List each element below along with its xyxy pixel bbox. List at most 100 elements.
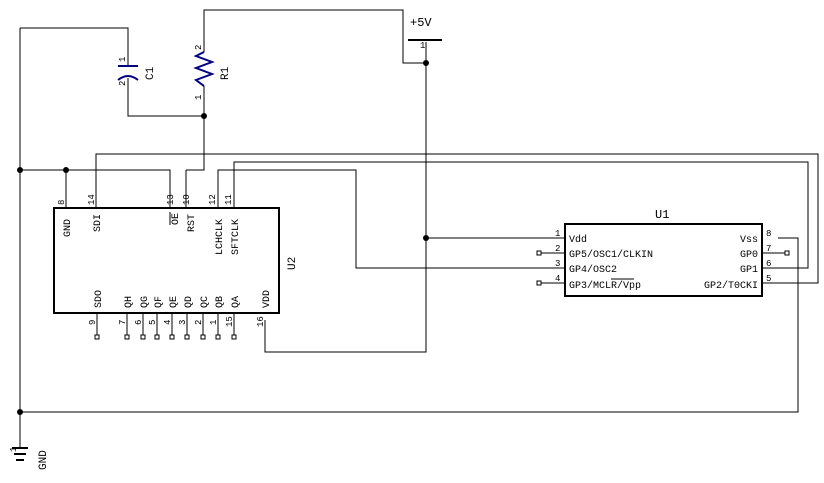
pin-number: 6 bbox=[134, 320, 144, 325]
c1-pin2: 2 bbox=[118, 81, 128, 86]
wire-gnd-top bbox=[20, 27, 129, 35]
pin-number: 2 bbox=[194, 320, 204, 325]
wire-gnd-to-u2-pin8 bbox=[20, 169, 171, 208]
u1-ref: U1 bbox=[655, 208, 669, 222]
resistor-r1: 2 1 R1 bbox=[193, 35, 232, 102]
pad-icon bbox=[536, 250, 542, 256]
wire-lchclk-to-gp4 bbox=[217, 169, 565, 269]
pin-number: 4 bbox=[163, 320, 173, 325]
supply-pin-number: 1 bbox=[420, 41, 425, 51]
u2-bottom-pin: 2 QC bbox=[194, 296, 211, 340]
pin-label: QG bbox=[140, 296, 151, 308]
pin-label: GP3/MCLR/Vpp bbox=[569, 280, 641, 292]
pin-number: 6 bbox=[766, 259, 771, 269]
u1-right-pin: 6 GP1 bbox=[740, 259, 771, 276]
pin-label: QE bbox=[169, 296, 180, 308]
u2-bottom-pin: 6 QG bbox=[134, 296, 151, 340]
pin-number: 2 bbox=[555, 244, 560, 254]
c1-pin1: 1 bbox=[118, 57, 128, 62]
u2-top-pin: 12 LCHCLK bbox=[208, 194, 226, 255]
pin-label: SFTCLK bbox=[231, 219, 242, 255]
u1-left-pin: 2 GP5/OSC1/CLKIN bbox=[536, 244, 653, 261]
pad-icon bbox=[94, 334, 100, 340]
pin-number: 1 bbox=[555, 229, 560, 239]
pin-number: 7 bbox=[118, 320, 128, 325]
pin-label: OE bbox=[171, 213, 182, 225]
chip-u2: U2 8 GND 14 SDI 13 OE 10 RST 12 LCHCLK 1… bbox=[53, 194, 299, 340]
ground-symbol: 1 GND bbox=[9, 447, 50, 470]
pin-label: QC bbox=[200, 296, 211, 308]
pin-label: VDD bbox=[262, 290, 273, 308]
pin-number: 1 bbox=[209, 320, 219, 325]
pin-number: 5 bbox=[148, 320, 158, 325]
supply-symbol: +5V 1 bbox=[408, 16, 442, 51]
u1-left-pin: 1 Vdd bbox=[555, 229, 587, 246]
wires bbox=[19, 9, 819, 448]
chip-u1: U1 1 Vdd 2 GP5/OSC1/CLKIN 3 GP4/OSC2 4 G… bbox=[536, 208, 790, 297]
u2-bottom-pin: 5 QF bbox=[148, 296, 165, 340]
wire-r1-bottom bbox=[186, 102, 205, 171]
u1-right-pin: 7 GP0 bbox=[740, 244, 790, 261]
pin-number: 11 bbox=[224, 194, 234, 205]
junction-dot bbox=[63, 167, 69, 173]
pin-label: QH bbox=[124, 296, 135, 308]
wire-sdi-to-gp2 bbox=[95, 153, 819, 284]
pin-number: 8 bbox=[57, 200, 67, 205]
u2-bottom-pin: 3 QD bbox=[178, 296, 195, 340]
u2-bottom-pin: 4 QE bbox=[163, 296, 180, 340]
junction-dot bbox=[17, 409, 23, 415]
wire-sftclk-to-gp1 bbox=[233, 161, 809, 269]
pad-icon bbox=[169, 334, 175, 340]
pin-label: QF bbox=[154, 296, 165, 308]
u2-top-pin: 13 OE bbox=[166, 194, 182, 225]
pin-label: GND bbox=[63, 219, 74, 237]
pin-label: GP1 bbox=[740, 265, 758, 276]
pad-icon bbox=[140, 334, 146, 340]
wire-gnd-bottom bbox=[20, 237, 799, 413]
pin-number: 3 bbox=[555, 259, 560, 269]
c1-ref: C1 bbox=[145, 66, 157, 80]
r1-pin2: 2 bbox=[194, 45, 204, 50]
wire-r1-top-to-supply bbox=[203, 9, 426, 64]
u2-bottom-pin: 1 QB bbox=[209, 296, 226, 340]
u2-top-pin: 14 SDI bbox=[87, 194, 104, 232]
u2-bottom-pin: 15 QA bbox=[225, 296, 242, 340]
pad-icon bbox=[200, 334, 206, 340]
pad-icon bbox=[184, 334, 190, 340]
pin-number: 13 bbox=[166, 194, 176, 205]
pin-label: GP5/OSC1/CLKIN bbox=[569, 249, 653, 261]
pin-number: 9 bbox=[88, 320, 98, 325]
pin-label: LCHCLK bbox=[215, 219, 226, 255]
pin-label: QB bbox=[215, 296, 226, 308]
u2-ref: U2 bbox=[287, 257, 299, 270]
junction-dot bbox=[423, 60, 429, 66]
u2-body bbox=[53, 207, 280, 314]
u2-top-pin: 8 GND bbox=[57, 200, 74, 237]
pin-number: 5 bbox=[766, 274, 771, 284]
junction-dot bbox=[17, 167, 23, 173]
wire-c1-to-r1 bbox=[127, 95, 204, 117]
ground-pin-number: 1 bbox=[9, 447, 19, 452]
pin-number: 15 bbox=[225, 316, 235, 327]
u1-body bbox=[564, 223, 763, 297]
pad-icon bbox=[154, 334, 160, 340]
pin-number: 8 bbox=[766, 229, 771, 239]
pin-label: QA bbox=[231, 296, 242, 308]
pin-number: 4 bbox=[555, 274, 560, 284]
pin-label: GP2/T0CKI bbox=[704, 280, 758, 292]
u2-top-pin: 10 RST bbox=[182, 194, 198, 232]
pin-label: Vdd bbox=[569, 234, 587, 246]
junction-dot bbox=[201, 113, 207, 119]
supply-label: +5V bbox=[410, 16, 432, 30]
u2-bottom-pin: 7 QH bbox=[118, 296, 135, 340]
pin-label: QD bbox=[184, 296, 195, 308]
r1-pin1: 1 bbox=[194, 95, 204, 100]
pin-label: GP0 bbox=[740, 250, 758, 261]
pin-label: GP4/OSC2 bbox=[569, 264, 617, 276]
u2-bottom-pin: 9 SDO bbox=[88, 290, 105, 340]
junction-dot bbox=[423, 235, 429, 241]
u1-left-pin: 3 GP4/OSC2 bbox=[555, 259, 617, 276]
pad-icon bbox=[536, 280, 542, 286]
u1-right-pin: 8 Vss bbox=[740, 229, 771, 246]
